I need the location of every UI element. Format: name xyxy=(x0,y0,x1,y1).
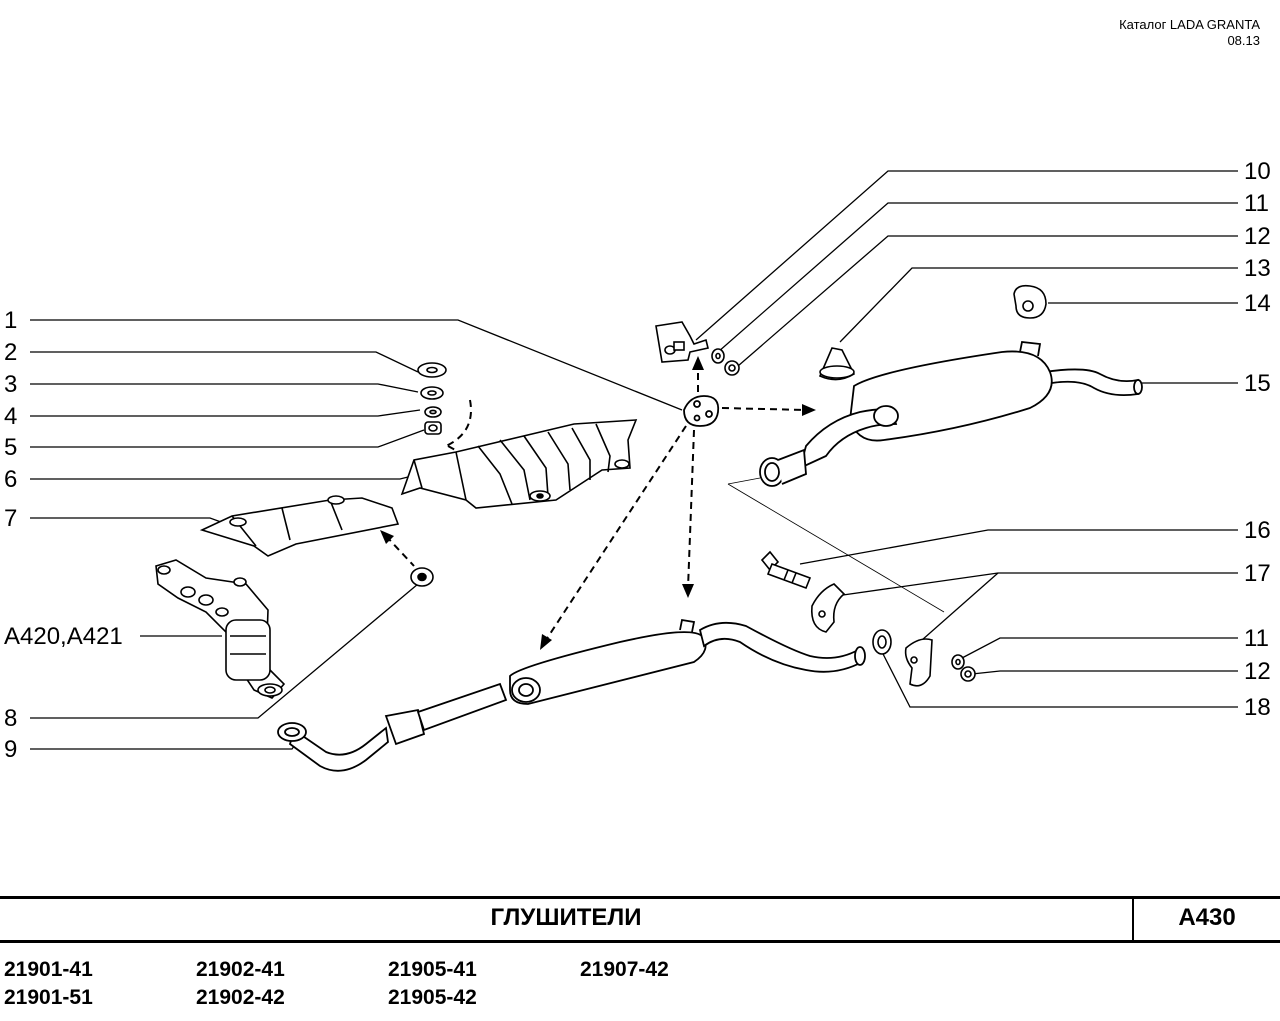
callout-9: 9 xyxy=(4,736,17,763)
front-pipe-with-resonator xyxy=(277,618,866,772)
footer-middle-rule xyxy=(0,940,1280,943)
right-leader-lines xyxy=(695,170,1238,708)
callout-14: 14 xyxy=(1244,290,1271,317)
model-code: 21901-51 xyxy=(4,986,93,1009)
callout-11: 11 xyxy=(1244,190,1269,217)
section-title: ГЛУШИТЕЛИ xyxy=(490,904,642,931)
callout-7: 7 xyxy=(4,505,17,532)
exhaust-manifold xyxy=(155,559,286,699)
nut-11-top xyxy=(711,348,725,364)
callout-6: 6 xyxy=(4,466,17,493)
catalog-title: Каталог LADA GRANTA xyxy=(1119,17,1260,32)
callout-16: 16 xyxy=(1244,517,1271,544)
callout-18: 18 xyxy=(1244,694,1271,721)
clamp-17-upper xyxy=(810,583,846,633)
bolt-16 xyxy=(760,550,812,590)
page-code: A430 xyxy=(1178,904,1236,931)
rubber-buffer-13 xyxy=(818,347,856,381)
washer-stack xyxy=(417,362,447,435)
seal-ring-18 xyxy=(872,629,892,655)
heat-shield-lower xyxy=(199,495,400,557)
exhaust-system-diagram: 1 2 3 4 5 6 7 A420,A421 8 9 10 11 12 13 … xyxy=(4,158,1271,772)
callout-reference: A420,A421 xyxy=(4,623,123,650)
callout-5: 5 xyxy=(4,434,17,461)
model-code: 21905-41 xyxy=(388,958,477,981)
callout-1: 1 xyxy=(4,307,17,334)
callout-3: 3 xyxy=(4,371,17,398)
arrow-heads xyxy=(380,356,816,650)
callout-12: 12 xyxy=(1244,223,1271,250)
nut-12-lower xyxy=(960,666,976,682)
heat-shield-upper xyxy=(400,419,638,509)
model-code: 21905-42 xyxy=(388,986,477,1009)
footer-divider xyxy=(1132,898,1134,941)
callout-2: 2 xyxy=(4,339,17,366)
callout-10: 10 xyxy=(1244,158,1271,185)
model-code: 21902-41 xyxy=(196,958,285,981)
callout-8: 8 xyxy=(4,705,17,732)
model-code: 21902-42 xyxy=(196,986,285,1009)
nut-12-top xyxy=(724,360,740,376)
nut-8 xyxy=(410,567,434,587)
callout-15: 15 xyxy=(1244,370,1271,397)
assembly-guide-lines xyxy=(727,477,945,613)
callout-13: 13 xyxy=(1244,255,1271,282)
callout-4: 4 xyxy=(4,403,17,430)
model-code: 21901-41 xyxy=(4,958,93,981)
footer-top-rule xyxy=(0,896,1280,899)
rubber-hanger-14 xyxy=(1013,284,1047,319)
rubber-hanger-1 xyxy=(683,395,720,427)
callout-17: 17 xyxy=(1244,560,1271,587)
rear-muffler xyxy=(759,341,1143,487)
nut-11-lower xyxy=(951,654,965,670)
assembly-arrows xyxy=(385,366,807,641)
callout-12-lower: 12 xyxy=(1244,658,1271,685)
model-code: 21907-42 xyxy=(580,958,669,981)
catalog-revision: 08.13 xyxy=(1227,33,1260,48)
callout-labels: 1 2 3 4 5 6 7 A420,A421 8 9 10 11 12 13 … xyxy=(4,158,1271,763)
bracket-10 xyxy=(655,321,709,363)
clamp-17-lower xyxy=(904,638,933,687)
callout-11-lower: 11 xyxy=(1244,625,1269,652)
